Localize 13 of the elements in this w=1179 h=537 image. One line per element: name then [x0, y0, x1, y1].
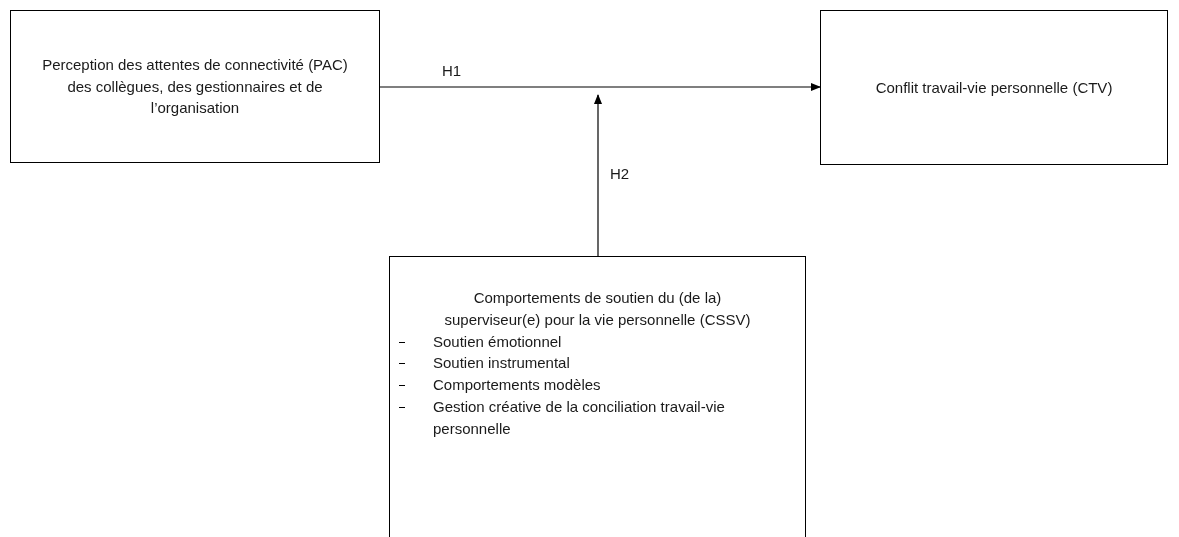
box-text: des collègues, des gestionnaires et de l’organisation	[66, 76, 324, 119]
list-item: Gestion créative de la conciliation travail-vie personnelle	[433, 396, 726, 439]
list-item: Comportements modèles	[433, 375, 601, 395]
box-text: Perception des attentes de connectivité (PAC)	[41, 54, 349, 75]
arrow	[594, 94, 602, 257]
concept-box	[10, 10, 380, 163]
concept-box	[389, 256, 806, 537]
arrow	[379, 83, 821, 91]
box-text: Conflit travail-vie personnelle (CTV)	[874, 77, 1114, 98]
box-heading: Comportements de soutien du (de la) superviseur(e) pour la vie personnelle (CSSV)	[443, 288, 752, 330]
list-item: Soutien instrumental	[433, 353, 570, 374]
concept-box	[820, 10, 1168, 165]
list-item: Soutien émotionnel	[433, 331, 562, 352]
